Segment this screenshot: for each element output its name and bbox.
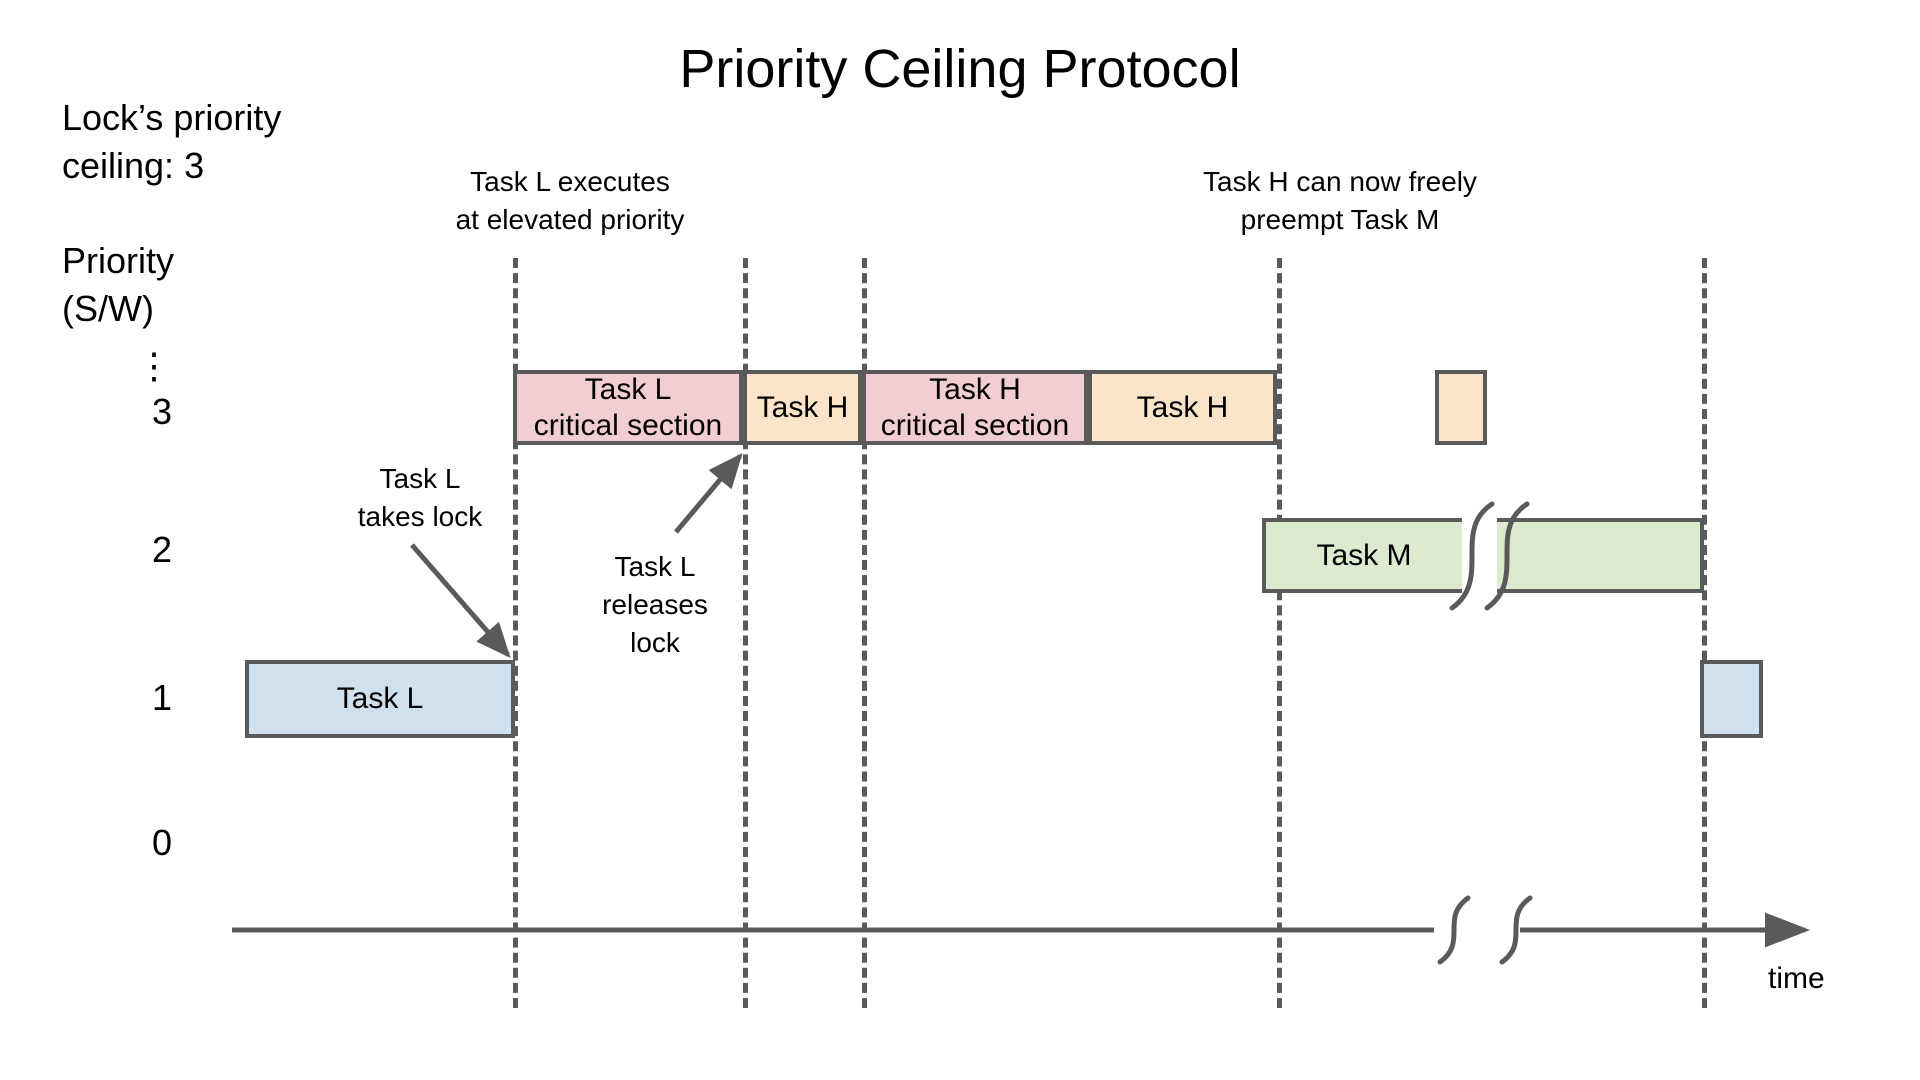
guideline-t1 xyxy=(513,258,518,1008)
guideline-t3 xyxy=(862,258,867,1008)
task-m-break-left xyxy=(1449,501,1495,611)
guideline-t5 xyxy=(1702,258,1707,1008)
arrow-releases-lock xyxy=(674,452,743,534)
block-task-h-3[interactable] xyxy=(1435,370,1487,445)
x-axis-label: time xyxy=(1768,962,1825,995)
y-tick-0: 0 xyxy=(151,822,172,863)
y-tick-3: 3 xyxy=(151,391,172,432)
y-axis-title: Priority(S/W) xyxy=(62,240,175,329)
axis-break-left xyxy=(1437,895,1471,965)
page-title: Priority Ceiling Protocol xyxy=(679,39,1241,99)
block-task-l-resume[interactable] xyxy=(1700,660,1763,738)
guideline-t4 xyxy=(1277,258,1282,1008)
y-tick-ellipsis: ⋮ xyxy=(136,345,172,386)
y-tick-1: 1 xyxy=(151,677,172,718)
task-m-break-right xyxy=(1484,501,1530,611)
arrow-takes-lock xyxy=(410,543,511,659)
block-task-m-right[interactable] xyxy=(1497,518,1704,593)
y-tick-2: 2 xyxy=(151,529,172,570)
axis-break-right xyxy=(1499,895,1533,965)
guideline-t2 xyxy=(743,258,748,1008)
